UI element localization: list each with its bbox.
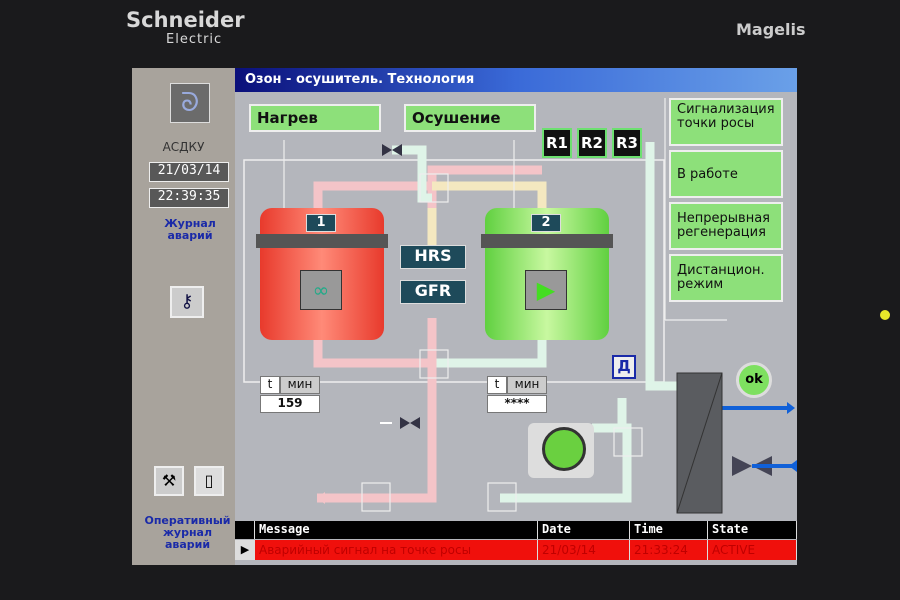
sidebar: ᘐ АСДКУ 21/03/14 22:39:35 Журнал аварий … <box>132 68 235 565</box>
dew-point-alarm-button[interactable]: Сигнализация точки росы <box>669 98 783 146</box>
valve-icon <box>382 144 402 156</box>
row-selector-icon[interactable]: ▶ <box>235 540 255 560</box>
hmi-screen: ᘐ АСДКУ 21/03/14 22:39:35 Журнал аварий … <box>132 68 797 565</box>
system-logo-icon[interactable]: ᘐ <box>170 83 210 123</box>
model-label: Magelis <box>736 20 806 39</box>
header-message: Message <box>255 521 538 539</box>
timer-2-t: t <box>487 376 507 394</box>
drying-indicator[interactable]: Осушение <box>404 104 536 132</box>
tools-icon[interactable]: ⚒ <box>154 466 184 496</box>
in-operation-button[interactable]: В работе <box>669 150 783 198</box>
relay-r2[interactable]: R2 <box>577 128 607 158</box>
d-button[interactable]: Д <box>612 355 636 379</box>
ok-indicator: ok <box>736 362 772 398</box>
vessel-1-number: 1 <box>306 214 336 232</box>
alarm-date: 21/03/14 <box>538 540 630 560</box>
access-key-icon[interactable]: ⚷ <box>170 286 204 318</box>
timer-1-t: t <box>260 376 280 394</box>
timer-2-unit: мин <box>507 376 547 394</box>
date-display: 21/03/14 <box>149 162 229 182</box>
screen-title: Озон - осушитель. Технология <box>235 68 797 92</box>
time-display: 22:39:35 <box>149 188 229 208</box>
timer-1-unit: мин <box>280 376 320 394</box>
vessel-2-number: 2 <box>531 214 561 232</box>
cabinet-icon[interactable]: ▯ <box>194 466 224 496</box>
alarm-time: 21:33:24 <box>630 540 708 560</box>
system-name: АСДКУ <box>162 140 205 154</box>
op-journal-link[interactable]: Оперативный журнал аварий <box>144 514 231 551</box>
continuous-regeneration-button[interactable]: Непрерывная регенерация <box>669 202 783 250</box>
alarm-message[interactable]: Аварийный сигнал на точке росы <box>255 540 538 560</box>
heating-indicator[interactable]: Нагрев <box>249 104 381 132</box>
alarm-journal-link[interactable]: Журнал аварий <box>164 217 216 242</box>
blower-icon[interactable] <box>528 423 594 478</box>
header-state: State <box>708 521 797 539</box>
relay-r3[interactable]: R3 <box>612 128 642 158</box>
vessel-1[interactable]: 1 ∞ <box>256 208 388 340</box>
header-time: Time <box>630 521 708 539</box>
pipe-diagram <box>243 98 797 514</box>
timer-2-value: **** <box>487 395 547 413</box>
regeneration-icon: ∞ <box>300 270 342 310</box>
play-icon: ▶ <box>525 270 567 310</box>
power-led <box>880 310 890 320</box>
vessel-2[interactable]: 2 ▶ <box>481 208 613 340</box>
relay-r1[interactable]: R1 <box>542 128 572 158</box>
alarm-state: ACTIVE <box>708 540 797 560</box>
remote-mode-button[interactable]: Дистанцион. режим <box>669 254 783 302</box>
header-date: Date <box>538 521 630 539</box>
gfr-button[interactable]: GFR <box>400 280 466 304</box>
hrs-button[interactable]: HRS <box>400 245 466 269</box>
alarm-table: Message Date Time State ▶ Аварийный сигн… <box>235 521 797 561</box>
valve-icon <box>400 417 420 429</box>
timer-1-value: 159 <box>260 395 320 413</box>
